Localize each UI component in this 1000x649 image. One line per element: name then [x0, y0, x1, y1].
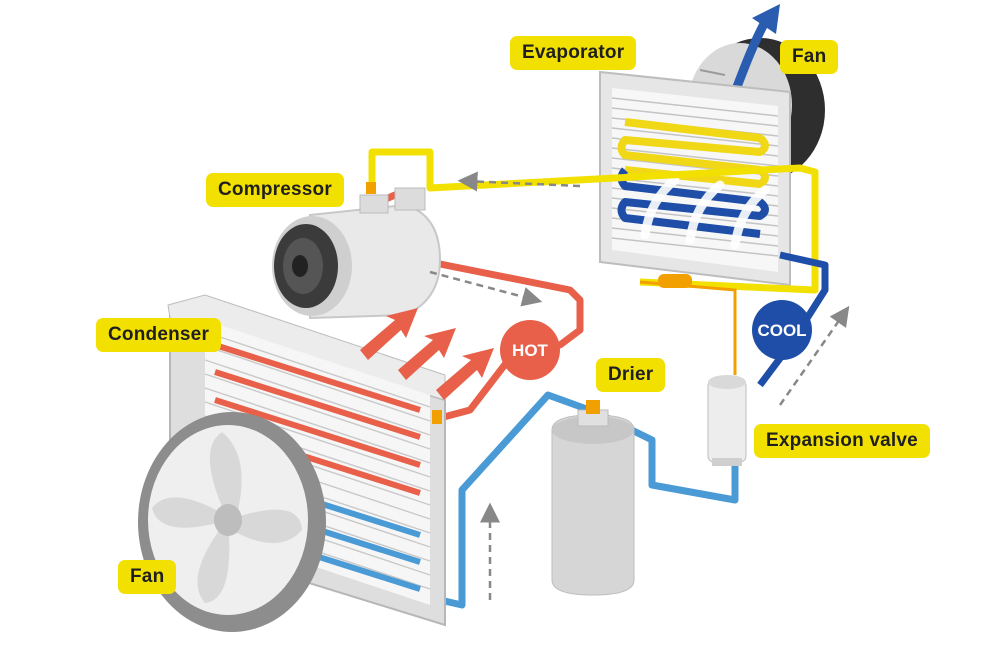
condenser-label: Condenser	[96, 318, 222, 352]
drier-icon	[551, 400, 635, 596]
svg-text:COOL: COOL	[757, 321, 806, 340]
flow-arrow-mid	[429, 270, 543, 307]
low-pressure-line	[368, 148, 819, 294]
compressor-label: Compressor	[206, 173, 344, 207]
flow-arrow-right	[778, 305, 850, 406]
fitting-icon	[658, 274, 692, 288]
cool-badge: COOL	[752, 300, 812, 360]
expansion-valve-label: Expansion valve	[754, 424, 930, 458]
compressor-icon	[272, 182, 442, 320]
drier-label: Drier	[596, 358, 666, 392]
condenser-fan-label: Fan	[118, 560, 177, 594]
evaporator-unit	[599, 70, 791, 287]
heat-arrows-icon	[360, 308, 494, 400]
svg-text:HOT: HOT	[512, 341, 549, 360]
expansion-valve-icon	[707, 375, 747, 466]
evaporator-label: Evaporator	[510, 36, 637, 70]
condenser-fan-icon	[138, 412, 326, 632]
hot-badge: HOT	[500, 320, 560, 380]
evaporator-fan-label: Fan	[780, 40, 839, 74]
